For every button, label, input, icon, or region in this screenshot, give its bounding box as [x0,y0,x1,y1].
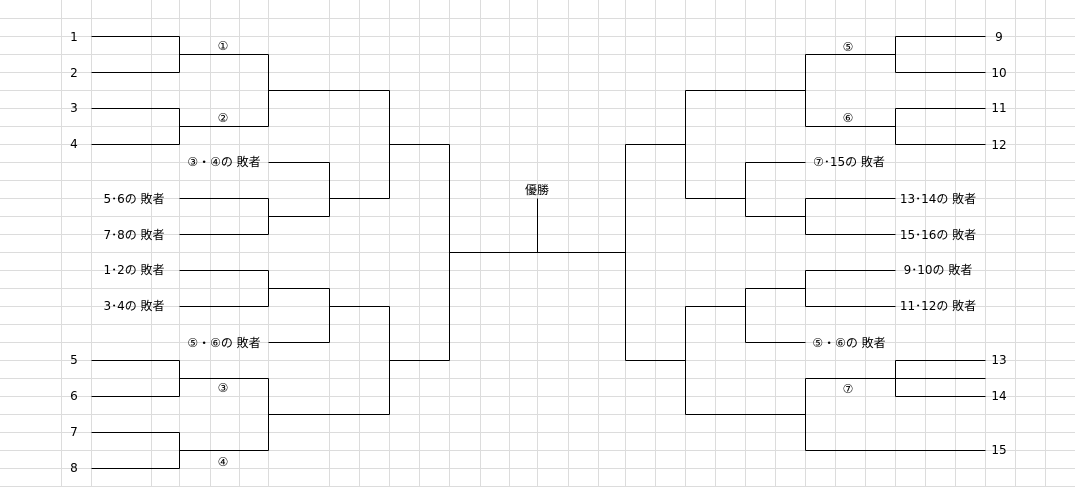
loser-5-6-label: 5･6の 敗者 [103,192,165,206]
match-2-label: ② [217,111,229,125]
seed-8: 8 [70,461,78,475]
loser-3-4-label: 3･4の 敗者 [103,299,165,313]
seed-6: 6 [70,389,78,403]
loser-3-4-circled-label: ③・④の 敗者 [187,155,261,169]
seed-13: 13 [991,353,1007,367]
loser-15-16-label: 15･16の 敗者 [899,228,977,242]
loser-7-8-label: 7･8の 敗者 [103,228,165,242]
seed-11: 11 [991,101,1007,115]
seed-4: 4 [70,137,78,151]
loser-1-2-label: 1･2の 敗者 [103,263,165,277]
loser-5-6-circled-right-label: ⑤・⑥の 敗者 [812,336,886,350]
seed-2: 2 [70,66,78,80]
match-4-label: ④ [217,455,229,469]
seed-1: 1 [70,30,78,44]
seed-12: 12 [991,138,1007,152]
match-6-label: ⑥ [842,111,854,125]
match-3-label: ③ [217,381,229,395]
seed-3: 3 [70,101,78,115]
loser-5-6-circled-left-label: ⑤・⑥の 敗者 [187,336,261,350]
seed-15: 15 [991,443,1007,457]
match-7-label: ⑦ [842,382,854,396]
seed-14: 14 [991,389,1007,403]
champion-label: 優勝 [524,183,550,197]
loser-7-15-label: ⑦･15の 敗者 [813,155,885,169]
seed-9: 9 [995,30,1003,44]
loser-9-10-label: 9･10の 敗者 [903,263,973,277]
seed-7: 7 [70,425,78,439]
loser-11-12-label: 11･12の 敗者 [899,299,977,313]
match-1-label: ① [217,39,229,53]
seed-10: 10 [991,66,1007,80]
seed-5: 5 [70,353,78,367]
loser-13-14-label: 13･14の 敗者 [899,192,977,206]
match-5-label: ⑤ [842,40,854,54]
